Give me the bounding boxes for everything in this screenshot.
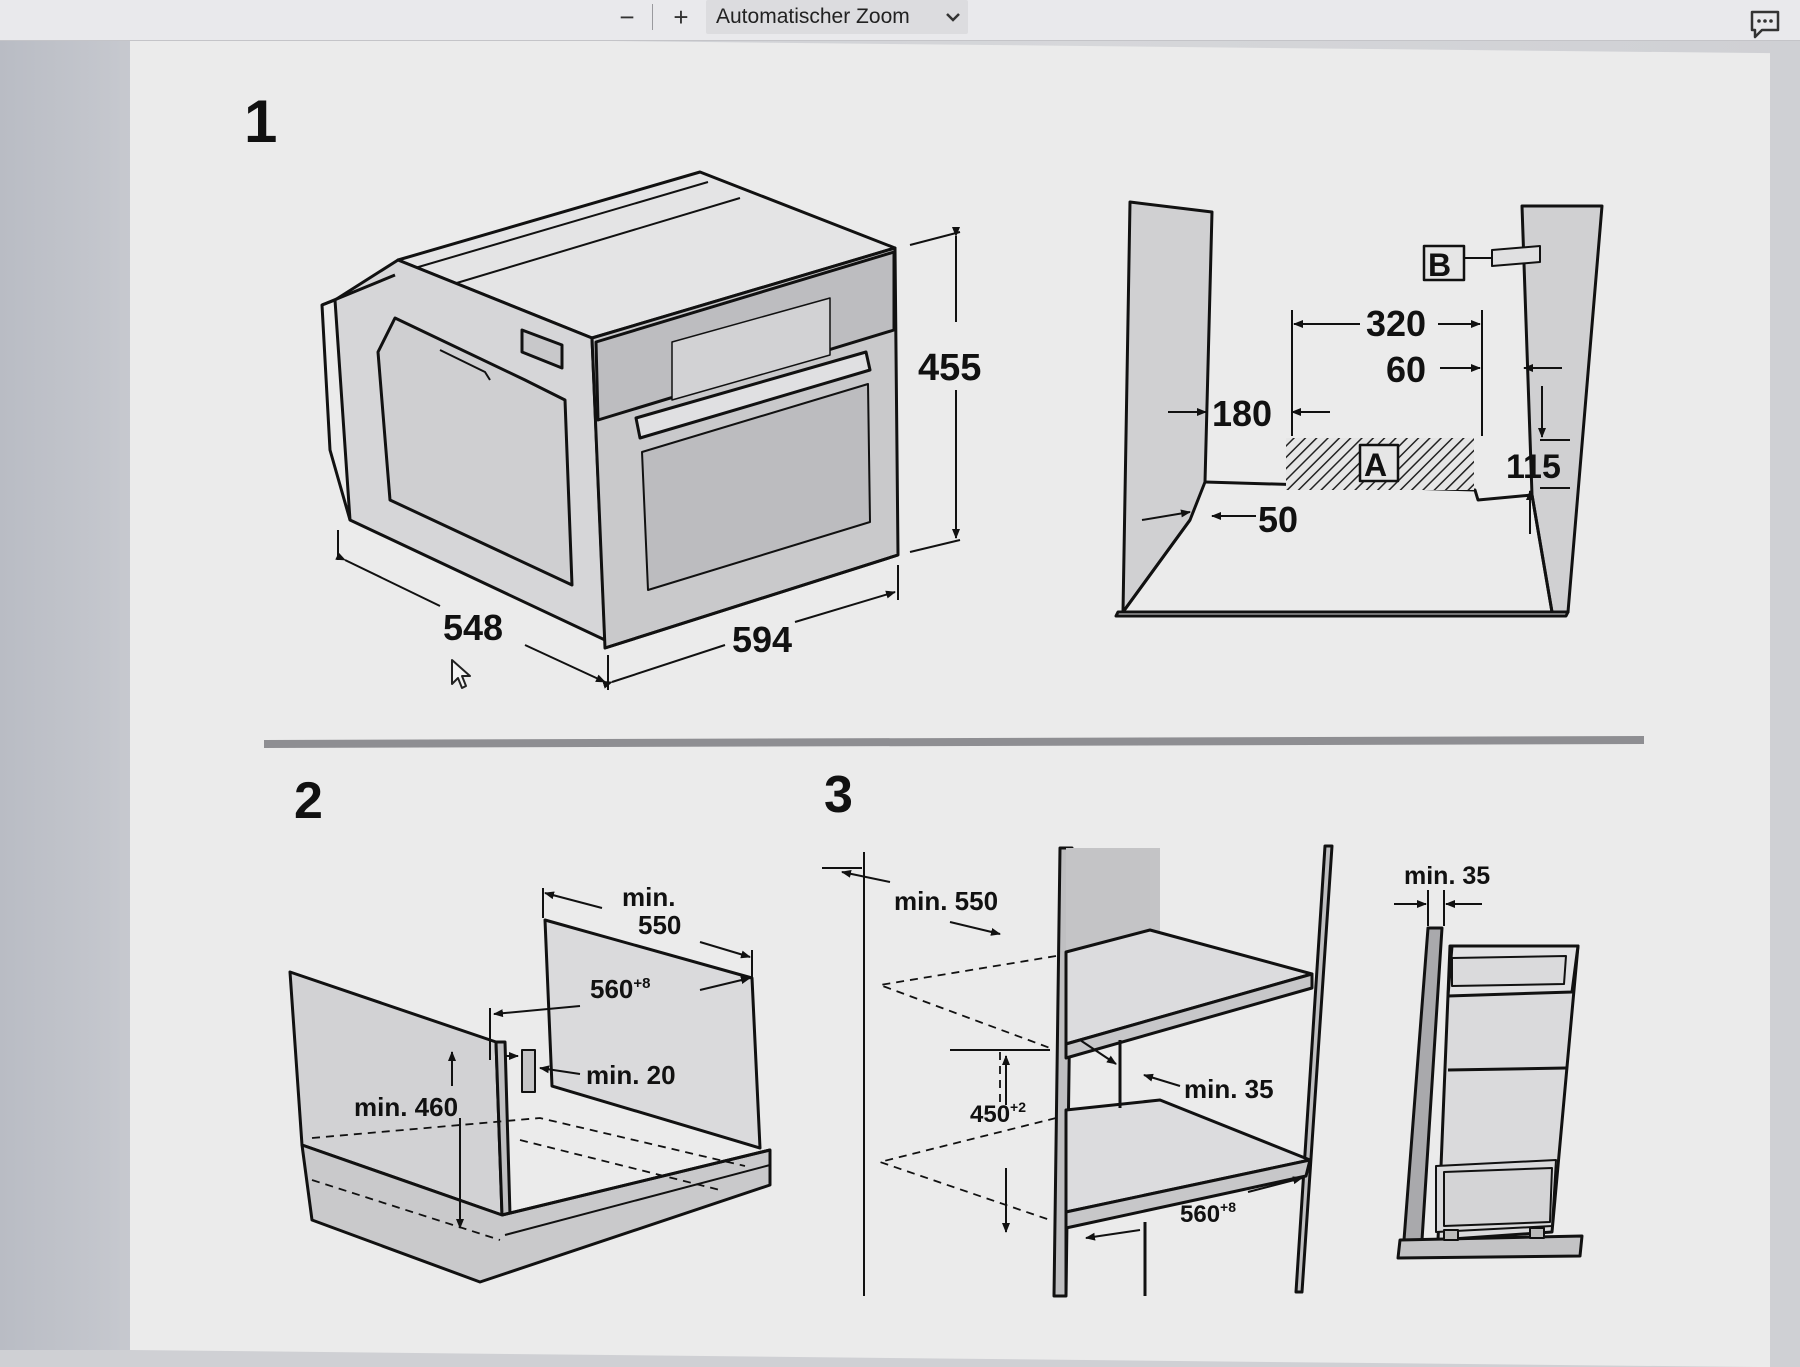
side-view-drawing (1396, 926, 1584, 1260)
section-divider (263, 736, 1645, 748)
min-460-label: min. 460 (354, 1092, 458, 1122)
dimension-115: 115 (1506, 448, 1561, 486)
niche-cutout-dashed (311, 1117, 746, 1241)
comment-icon[interactable] (1748, 8, 1784, 42)
figure-1-number: 1 (244, 88, 277, 155)
min-depth-line2: 550 (638, 910, 681, 940)
niche-drawing (288, 918, 772, 1284)
oven-dimension-lines (335, 227, 961, 690)
label-a: A (1364, 447, 1387, 483)
figure-3-number: 3 (824, 766, 853, 824)
cabinet-dimension-lines (1141, 310, 1570, 534)
niche-width-tolerance: +8 (633, 975, 650, 992)
dimension-width: 594 (732, 619, 792, 660)
cabinet-width-tolerance: +8 (1220, 1199, 1236, 1215)
tall-cabinet-dimension-lines (822, 867, 1303, 1241)
cabinet-width-value: 560 (1180, 1201, 1220, 1228)
viewer-toolbar: − + Automatischer Zoom (0, 0, 1800, 41)
niche-width-value: 560 (590, 974, 633, 1004)
tall-cabinet-dashed (876, 955, 1057, 1221)
dimension-320: 320 (1366, 303, 1426, 344)
cabinet-height-tolerance: +2 (1010, 1099, 1026, 1115)
label-b: B (1428, 247, 1451, 283)
zoom-out-button[interactable]: − (619, 1, 635, 32)
dimension-50: 50 (1258, 499, 1298, 540)
cabinet-section-drawing (1114, 200, 1604, 618)
dimension-60: 60 (1386, 349, 1426, 390)
figure-2-number: 2 (294, 772, 323, 830)
toolbar-separator (652, 4, 653, 30)
dimension-180: 180 (1212, 393, 1272, 434)
chevron-down-icon (946, 13, 960, 22)
niche-width-label: 560+8 (590, 974, 651, 1004)
min-35-label: min. 35 (1184, 1074, 1274, 1104)
zoom-select[interactable]: Automatischer Zoom (706, 0, 968, 34)
min-depth-line1: min. (622, 882, 675, 912)
niche-dimension-lines (448, 888, 753, 1229)
min-550-label: min. 550 (894, 886, 998, 916)
side-min-35-label: min. 35 (1404, 862, 1490, 890)
dimension-depth: 548 (443, 607, 503, 648)
dimension-height: 455 (918, 347, 981, 389)
side-view-dimension-lines (1394, 890, 1482, 926)
cabinet-height-label: 450+2 (970, 1099, 1026, 1128)
cabinet-width-label: 560+8 (1180, 1199, 1236, 1228)
zoom-in-button[interactable]: + (673, 1, 689, 32)
cabinet-height-value: 450 (970, 1101, 1010, 1128)
min-20-label: min. 20 (586, 1060, 676, 1090)
mouse-cursor-icon (451, 659, 471, 689)
oven-drawing (320, 170, 900, 650)
zoom-select-value: Automatischer Zoom (716, 5, 910, 28)
tall-cabinet-drawing (863, 844, 1334, 1298)
